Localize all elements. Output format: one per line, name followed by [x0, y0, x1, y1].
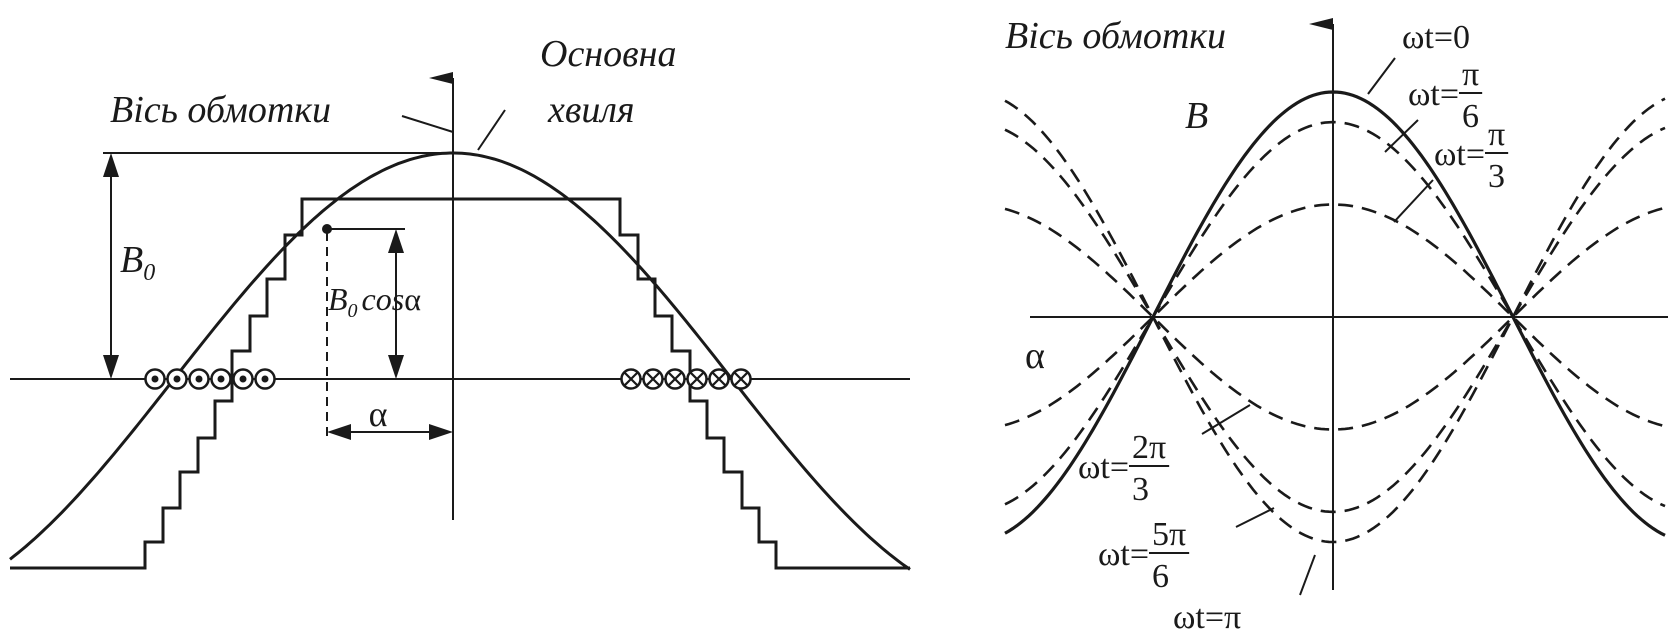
- conductor-out-icon: [144, 368, 166, 390]
- conductor-in-icon: [686, 368, 708, 390]
- wave-label-leader: [477, 109, 506, 151]
- curve-label-leader-3: [1201, 404, 1251, 435]
- amplitude-arrow-head-top: [103, 153, 119, 177]
- field-curve-2: [1004, 203, 1666, 428]
- value-arrow-head-bottom: [388, 355, 404, 379]
- svg-text:6: 6: [1462, 98, 1479, 135]
- curve-label-4: ωt=5π 6: [1098, 516, 1190, 595]
- svg-text:ωt=: ωt=: [1078, 449, 1129, 486]
- field-curve-0: [1004, 90, 1666, 537]
- svg-text:3: 3: [1132, 471, 1149, 508]
- right-alpha-label: α: [1025, 335, 1045, 377]
- curve-label-leaders: [1201, 57, 1434, 596]
- conductor-out-icon: [254, 368, 276, 390]
- alpha-arrow-head-left: [327, 424, 351, 440]
- svg-text:6: 6: [1152, 558, 1169, 595]
- alpha-angle-label: α: [369, 394, 388, 434]
- svg-text:ωt=: ωt=: [1434, 136, 1485, 173]
- svg-text:π: π: [1488, 116, 1505, 153]
- curve-label-1: ωt=π 6: [1408, 56, 1483, 135]
- fundamental-wave-curve: [9, 151, 911, 571]
- curve-label-0: ωt=0: [1402, 19, 1470, 56]
- conductor-in-icon: [620, 368, 642, 390]
- svg-text:π: π: [1224, 599, 1241, 636]
- field-curve-1: [1004, 120, 1666, 508]
- right-winding-axis-label: Вісь обмотки: [1005, 15, 1226, 57]
- field-curve-3: [1004, 206, 1666, 431]
- conductor-out-icon: [232, 368, 254, 390]
- fundamental-wave-label-line1: Основна: [540, 33, 677, 75]
- svg-text:3: 3: [1488, 158, 1505, 195]
- field-curve-4: [1004, 126, 1666, 514]
- curve-label-3: ωt=2π 3: [1078, 429, 1170, 508]
- svg-text:5π: 5π: [1152, 516, 1186, 553]
- svg-text:ωt=: ωt=: [1408, 76, 1459, 113]
- conductor-out-icon: [188, 368, 210, 390]
- conductor-in-icon: [730, 368, 752, 390]
- alpha-arrow-head-right: [429, 424, 453, 440]
- conductor-out-icon: [166, 368, 188, 390]
- amplitude-label: B0: [120, 239, 155, 286]
- curve-label-leader-5: [1299, 554, 1316, 596]
- curve-label-leader-0: [1367, 57, 1396, 95]
- fundamental-wave-label-line2: хвиля: [547, 89, 635, 131]
- svg-text:2π: 2π: [1132, 429, 1166, 466]
- conductor-in-icon: [708, 368, 730, 390]
- curve-label-leader-1: [1384, 119, 1419, 153]
- svg-text:π: π: [1462, 56, 1479, 93]
- curve-label-leader-4: [1235, 507, 1275, 528]
- field-curve-5: [1004, 97, 1666, 544]
- curve-label-5: ωt=π: [1173, 599, 1241, 636]
- field-b-label: B: [1185, 95, 1208, 137]
- value-point: [322, 224, 332, 234]
- svg-text:ωt=: ωt=: [1098, 536, 1149, 573]
- left-winding-axis-label: Вісь обмотки: [110, 89, 331, 131]
- conductor-in-icon: [642, 368, 664, 390]
- curve-label-2: ωt=π 3: [1434, 116, 1509, 195]
- svg-text:ωt=: ωt=: [1402, 19, 1453, 56]
- conductors-in-group: [620, 368, 752, 390]
- svg-text:0: 0: [1453, 19, 1470, 56]
- conductors-out-group: [144, 368, 276, 390]
- amplitude-arrow-head-bottom: [103, 355, 119, 379]
- svg-text:ωt=: ωt=: [1173, 599, 1224, 636]
- conductor-in-icon: [664, 368, 686, 390]
- axis-label-leader: [401, 115, 454, 133]
- field-curves-group: [1004, 90, 1666, 544]
- conductor-out-icon: [210, 368, 232, 390]
- value-arrow-head-top: [388, 229, 404, 253]
- stepped-mmf-curve: [10, 197, 910, 570]
- curve-label-leader-2: [1393, 179, 1434, 223]
